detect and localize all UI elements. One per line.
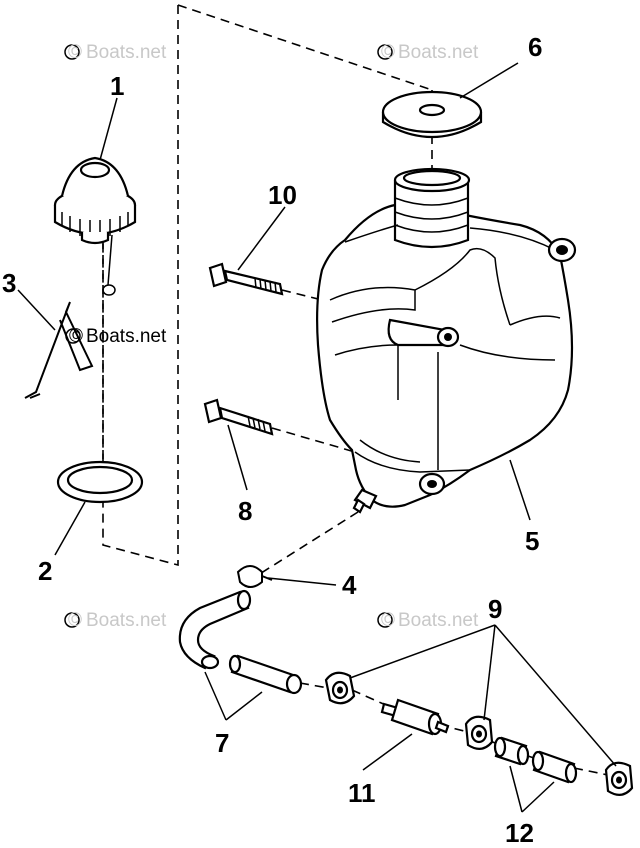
svg-text:©: © — [68, 42, 82, 63]
hose-short-2 — [531, 750, 578, 784]
callout-10: 10 — [268, 180, 297, 210]
retainer-clip — [24, 301, 94, 399]
callout-11: 11 — [348, 778, 376, 808]
svg-text:©: © — [381, 42, 395, 63]
callout-7: 7 — [215, 728, 229, 758]
callout-5: 5 — [525, 526, 539, 556]
watermark-bottom-right: © Boats.net — [377, 610, 479, 631]
callout-6: 6 — [528, 32, 542, 62]
bolt-upper — [208, 262, 284, 296]
filler-cap — [53, 156, 137, 296]
svg-text:Boats.net: Boats.net — [86, 42, 167, 63]
hose-elbow — [178, 589, 252, 670]
watermark-top-left: © Boats.net — [64, 42, 167, 63]
svg-text:©: © — [381, 610, 395, 631]
hose-clamp-small-2 — [464, 715, 494, 750]
hose-clamp-small-1 — [324, 671, 356, 705]
callout-3: 3 — [2, 268, 16, 298]
svg-text:Boats.net: Boats.net — [398, 42, 479, 63]
washer — [381, 90, 483, 138]
svg-text:Boats.net: Boats.net — [86, 326, 167, 347]
bolt-lower — [203, 398, 274, 436]
callout-4: 4 — [342, 570, 357, 600]
leader-lines — [17, 62, 617, 813]
callout-9: 9 — [488, 594, 502, 624]
hose-short-1 — [493, 736, 530, 766]
hose-clamp-small-3 — [604, 761, 634, 796]
callout-8: 8 — [238, 496, 252, 526]
callout-1: 1 — [110, 71, 124, 101]
callout-12: 12 — [505, 818, 534, 848]
hose-straight — [228, 654, 303, 695]
svg-text:Boats.net: Boats.net — [398, 610, 479, 631]
hose-clamp — [236, 565, 273, 588]
watermark-top-right: © Boats.net — [377, 42, 479, 63]
hose-fitting — [380, 698, 450, 736]
callout-2: 2 — [38, 556, 52, 586]
oil-tank — [316, 167, 577, 514]
svg-text:Boats.net: Boats.net — [86, 610, 167, 631]
callout-labels: 1 3 2 10 6 8 5 4 9 7 11 12 — [2, 32, 542, 848]
watermark-bottom-left: © Boats.net — [64, 610, 167, 631]
gasket-ring — [56, 460, 144, 504]
svg-text:©: © — [68, 610, 82, 631]
